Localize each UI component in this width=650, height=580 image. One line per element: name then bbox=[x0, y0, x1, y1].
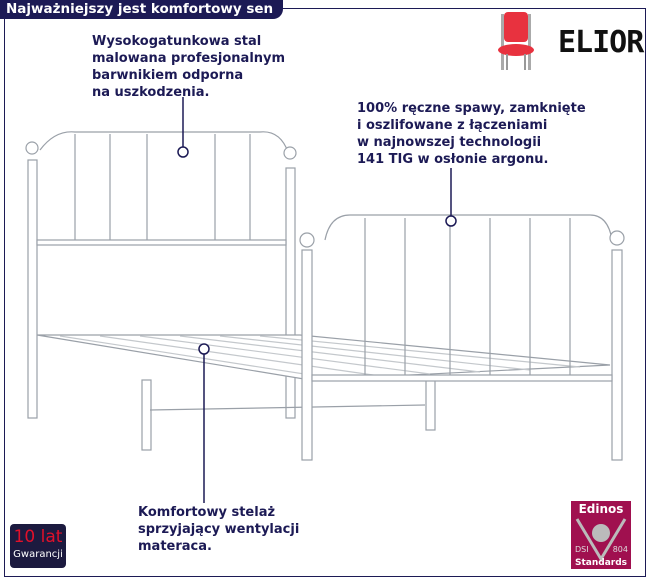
warranty-badge: 10 lat Gwarancji bbox=[10, 524, 66, 568]
certificate-name: Edinos bbox=[578, 502, 624, 516]
certificate-v-icon bbox=[575, 518, 627, 562]
callout-marker bbox=[177, 146, 189, 158]
content-frame bbox=[4, 8, 646, 577]
callout-marker bbox=[198, 343, 210, 355]
callout-marker bbox=[445, 215, 457, 227]
warranty-years: 10 lat bbox=[13, 527, 63, 547]
callout-steel: Wysokogatunkowa stal malowana profesjona… bbox=[92, 34, 286, 100]
certificate-left: DSI bbox=[575, 545, 589, 554]
certificate-right: 804 bbox=[612, 545, 628, 554]
brand-logo bbox=[494, 10, 644, 76]
certificate-label: Standards bbox=[574, 558, 628, 568]
certificate-badge: Edinos DSI 804 Standards bbox=[571, 501, 631, 569]
brand-name: ELIOR bbox=[558, 25, 644, 60]
callout-welds: 100% ręczne spawy, zamknięte i oszlifowa… bbox=[357, 101, 586, 167]
chair-icon bbox=[498, 12, 534, 70]
warranty-label: Gwarancji bbox=[13, 549, 63, 560]
callout-slats: Komfortowy stelaż sprzyjający wentylacji… bbox=[138, 505, 300, 554]
page-title: Najważniejszy jest komfortowy sen bbox=[0, 0, 284, 19]
